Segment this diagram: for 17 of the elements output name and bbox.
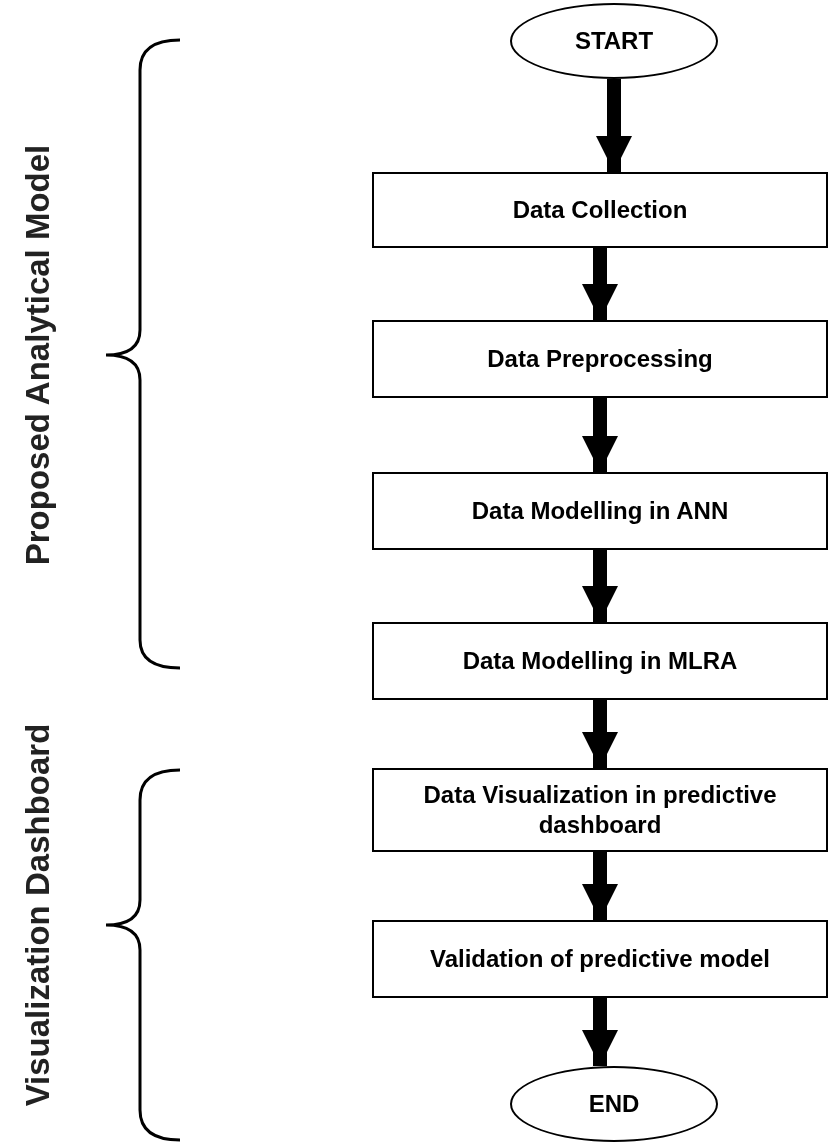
arrow bbox=[582, 700, 618, 768]
terminal-ellipse: END bbox=[510, 1066, 718, 1142]
arrow bbox=[582, 398, 618, 472]
arrow bbox=[582, 852, 618, 920]
arrow bbox=[582, 550, 618, 622]
process-box: Validation of predictive model bbox=[372, 920, 828, 998]
process-box: Data Collection bbox=[372, 172, 828, 248]
arrow bbox=[582, 248, 618, 320]
process-box: Data Modelling in ANN bbox=[372, 472, 828, 550]
arrow bbox=[582, 998, 618, 1066]
bracket-label: Visualization Dashboard bbox=[18, 723, 58, 1107]
process-box: Data Modelling in MLRA bbox=[372, 622, 828, 700]
process-box: Data Preprocessing bbox=[372, 320, 828, 398]
terminal-ellipse: START bbox=[510, 3, 718, 79]
process-box: Data Visualization in predictive dashboard bbox=[372, 768, 828, 852]
bracket-label: Proposed Analytical Model bbox=[18, 144, 58, 566]
arrow bbox=[596, 79, 632, 172]
